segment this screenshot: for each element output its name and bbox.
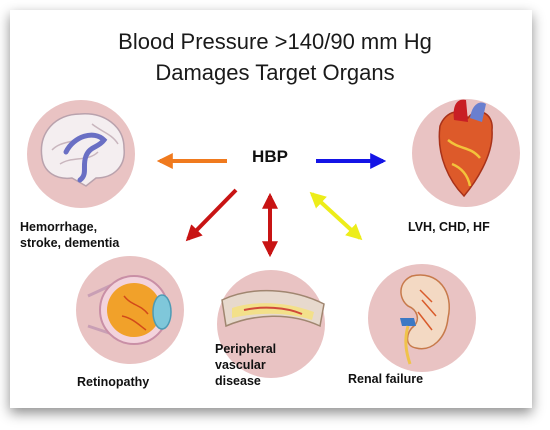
brain-icon xyxy=(27,100,135,208)
heart-icon xyxy=(412,99,520,207)
eye-label-line-1: Retinopathy xyxy=(77,375,150,389)
kidney-label-line-1: Renal failure xyxy=(348,372,424,386)
title-line-2: Damages Target Organs xyxy=(155,60,395,85)
heart-label: LVH, CHD, HF xyxy=(408,219,490,235)
artery-label-line-1: Peripheral xyxy=(215,342,277,356)
heart-label-line-1: LVH, CHD, HF xyxy=(408,220,490,234)
artery-label-line-2: vascular xyxy=(215,358,266,372)
artery-icon xyxy=(217,270,325,378)
arrow-to-kidney xyxy=(309,191,363,241)
title-line-1: Blood Pressure >140/90 mm Hg xyxy=(118,29,432,54)
kidney-label: Renal failure xyxy=(348,371,423,387)
kidney-icon xyxy=(368,264,476,372)
brain-label-line-1: Hemorrhage, xyxy=(20,220,98,234)
artery-label: Peripheral vascular disease xyxy=(215,341,276,389)
hbp-label: HBP xyxy=(252,147,288,166)
artery-label-line-3: disease xyxy=(215,374,261,388)
eye-icon xyxy=(76,256,184,364)
eye-label: Retinopathy xyxy=(77,374,149,390)
brain-label: Hemorrhage, stroke, dementia xyxy=(20,219,119,251)
brain-label-line-2: stroke, dementia xyxy=(20,236,120,250)
arrow-to-eye xyxy=(185,188,238,242)
